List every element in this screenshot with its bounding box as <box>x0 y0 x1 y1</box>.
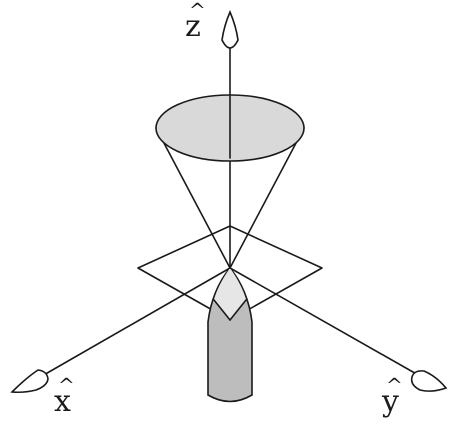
axis-y-hat: ^ <box>386 373 403 397</box>
axis-label-x: x ^ <box>54 373 75 419</box>
axis-x-hat: ^ <box>58 373 75 397</box>
cylinder-body <box>207 266 253 403</box>
cone-side-left <box>155 127 231 269</box>
axis-label-y: y ^ <box>381 373 403 419</box>
arrow-head-icon <box>410 370 448 392</box>
arrow-head-icon <box>221 9 239 49</box>
axis-y-letter: y <box>381 384 399 419</box>
tangent-plane <box>137 225 323 321</box>
cone-side-right <box>229 127 305 269</box>
axis-y-line <box>229 267 421 377</box>
plane-edge-over-cylinder-right <box>229 299 247 321</box>
arrow-head-icon <box>10 369 49 394</box>
axis-x-line <box>41 267 231 377</box>
axis-z-hat: ^ <box>189 0 206 22</box>
cone <box>155 94 305 269</box>
axis-label-z: z ^ <box>185 0 206 44</box>
cylinder-highlight <box>214 268 246 320</box>
plane-edge-over-cylinder-left <box>213 299 231 321</box>
axis-z-letter: z <box>185 9 201 44</box>
axis-x-letter: x <box>54 384 71 419</box>
